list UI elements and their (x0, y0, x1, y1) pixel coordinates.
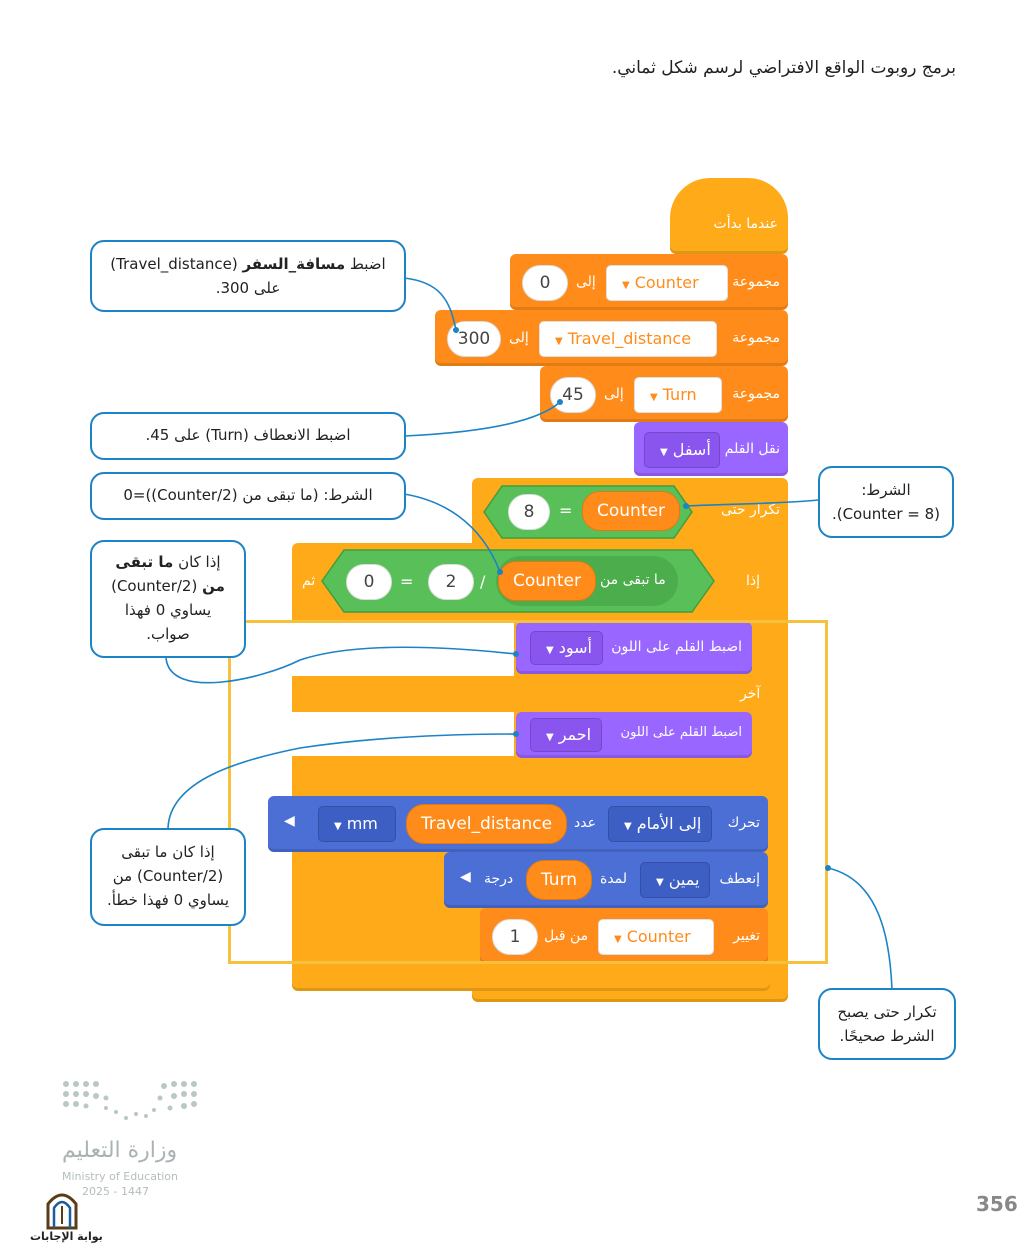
divide-operator: / (480, 572, 486, 591)
change-value-input[interactable]: 1 (492, 919, 538, 955)
callout-repeat-until: تكرار حتى يصبح الشرط صحيحًا. (818, 988, 956, 1060)
pen-color-black-dropdown[interactable]: ▼أسود (530, 631, 603, 665)
ministry-year: 2025 - 1447 (82, 1185, 149, 1198)
callout-false-branch: إذا كان ما تبقى (Counter/2) من يساوي 0 ف… (90, 828, 246, 926)
to-label: إلى (576, 274, 596, 290)
portal-logo-icon (46, 1193, 78, 1230)
direction-dropdown[interactable]: ▼إلى الأمام (608, 806, 713, 842)
equals-operator: = (559, 501, 573, 520)
set-label: مجموعة (732, 386, 780, 402)
repeat-label: تكرار حتى (720, 502, 780, 518)
if-label: إذا (745, 573, 760, 589)
change-counter-block[interactable]: تغيير ▼Counter من قبل 1 (480, 908, 768, 964)
set-label: مجموعة (732, 330, 780, 346)
move-forward-block[interactable]: تحرك ▼إلى الأمام عدد Travel_distance ▼mm… (268, 796, 768, 852)
to-label: إلى (604, 386, 624, 402)
pen-label: نقل القلم (724, 441, 780, 457)
counter-value-input[interactable]: 0 (522, 265, 568, 301)
if-compare-value[interactable]: 0 (346, 564, 392, 600)
callout-repeat-condition: الشرط: (Counter = 8). (818, 466, 954, 538)
collapse-arrow-icon[interactable]: ◀ (460, 869, 471, 885)
for-label: لمدة (600, 871, 628, 887)
portal-name: بوابة الإجابات (30, 1230, 103, 1243)
count-label: عدد (574, 815, 596, 831)
pen-color-label: اضبط القلم على اللون (620, 725, 742, 740)
turn-value-input[interactable]: 45 (550, 377, 596, 413)
if-equals-operator: = (400, 572, 414, 591)
else-label: آخر (740, 686, 761, 702)
mod-label: ما تبقى من (600, 572, 666, 588)
ministry-name-en: Ministry of Education (62, 1170, 179, 1183)
page-number: 356 (976, 1192, 1018, 1216)
set-pen-black-block[interactable]: اضبط القلم على اللون ▼أسود (516, 622, 752, 674)
when-started-hat-block[interactable]: عندما بدأت (670, 178, 788, 254)
callout-true-branch: إذا كان ما تبقى من (Counter/2) يساوي 0 ف… (90, 540, 246, 658)
to-label: إلى (509, 330, 529, 346)
divisor-input[interactable]: 2 (428, 564, 474, 600)
unit-dropdown[interactable]: ▼mm (318, 806, 396, 842)
turn-direction-dropdown[interactable]: ▼يمين (640, 862, 711, 898)
loop-body-highlight (228, 620, 828, 964)
turn-amount-var[interactable]: Turn (526, 860, 593, 900)
if-counter-var[interactable]: Counter (498, 561, 596, 601)
else-bar (292, 676, 770, 712)
pen-color-label: اضبط القلم على اللون (611, 639, 742, 655)
ministry-name-ar: وزارة التعليم (62, 1138, 178, 1163)
change-counter-dropdown[interactable]: ▼Counter (598, 919, 714, 955)
pen-down-block[interactable]: نقل القلم ▼أسفل (634, 422, 788, 476)
pen-position-dropdown[interactable]: ▼أسفل (644, 432, 720, 468)
if-bottom-bar (292, 758, 770, 796)
repeat-counter-var[interactable]: Counter (582, 491, 680, 531)
turn-dropdown[interactable]: ▼Turn (634, 377, 722, 413)
page-title: برمج روبوت الواقع الافتراضي لرسم شكل ثما… (611, 58, 956, 78)
collapse-arrow-icon[interactable]: ◀ (284, 813, 295, 829)
change-label: تغيير (733, 928, 760, 944)
counter-dropdown[interactable]: ▼Counter (606, 265, 728, 301)
set-travel-distance-block[interactable]: مجموعة ▼Travel_distance إلى 300 (435, 310, 788, 366)
pen-color-red-dropdown[interactable]: ▼احمر (530, 718, 603, 752)
set-counter-block[interactable]: مجموعة ▼Counter إلى 0 (510, 254, 788, 310)
callout-travel-distance: اضبط مسافة_السفر (Travel_distance) على 3… (90, 240, 406, 312)
hat-label: عندما بدأت (713, 216, 778, 232)
set-pen-red-block[interactable]: اضبط القلم على اللون ▼احمر (516, 712, 752, 758)
set-label: مجموعة (732, 274, 780, 290)
ministry-logo-dots (63, 1081, 197, 1120)
repeat-value-input[interactable]: 8 (508, 494, 550, 530)
set-turn-block[interactable]: مجموعة ▼Turn إلى 45 (540, 366, 788, 422)
then-label: ثم (302, 573, 316, 589)
travel-distance-dropdown[interactable]: ▼Travel_distance (539, 321, 717, 357)
turn-label: إنعطف (719, 871, 760, 887)
by-label: من قبل (544, 928, 589, 944)
turn-right-block[interactable]: إنعطف ▼يمين لمدة Turn درجة ◀ (444, 852, 768, 908)
degree-label: درجة (484, 871, 514, 887)
callout-if-condition: الشرط: (ما تبقى من (Counter/2))=0 (90, 472, 406, 520)
callout-turn: اضبط الانعطاف (Turn) على 45. (90, 412, 406, 460)
move-distance-var[interactable]: Travel_distance (406, 804, 568, 844)
move-label: تحرك (727, 815, 760, 831)
